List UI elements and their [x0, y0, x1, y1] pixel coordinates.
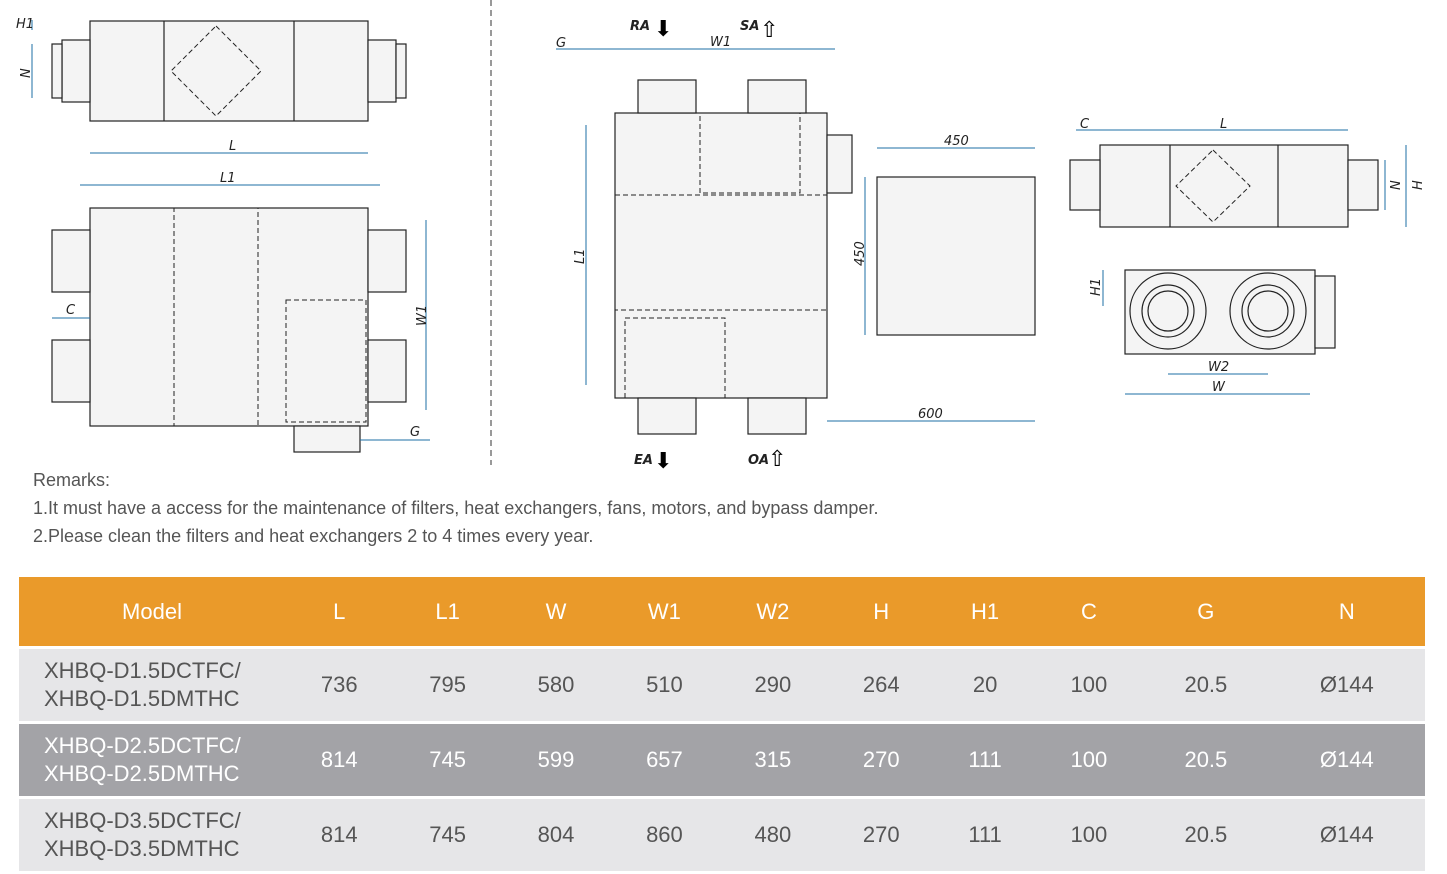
label-oa: OA — [748, 453, 769, 468]
right-top-view: C L N H — [1069, 117, 1426, 228]
dim-label-600: 600 — [918, 407, 943, 422]
arrow-down-icon: ⬇ — [654, 448, 672, 470]
model-name-line: XHBQ-D3.5DMTHC — [44, 836, 240, 861]
label-ea: EA — [634, 453, 653, 468]
model-cell: XHBQ-D3.5DCTFC/XHBQ-D3.5DMTHC — [19, 799, 285, 871]
dim-label-n: N — [1389, 180, 1404, 190]
label-sa: SA — [740, 19, 759, 34]
value-cell: 20.5 — [1143, 799, 1269, 871]
right-bottom-view: H1 W2 W — [1089, 269, 1336, 395]
value-cell: 20.5 — [1143, 649, 1269, 721]
value-cell: Ø144 — [1268, 799, 1425, 871]
value-cell: 111 — [935, 724, 1035, 796]
column-header: N — [1268, 577, 1425, 646]
middle-view: RA ⬇ SA ⇧ G W1 L1 450 450 600 EA ⬇ OA ⇧ — [556, 16, 1036, 470]
dim-label-l1: L1 — [220, 171, 236, 186]
value-cell: 270 — [827, 724, 936, 796]
column-header: W — [501, 577, 611, 646]
dim-label-h: H — [1411, 180, 1426, 190]
remarks-title: Remarks: — [33, 470, 111, 490]
dim-label-c: C — [1080, 117, 1090, 132]
value-cell: 480 — [718, 799, 828, 871]
dim-label-w: W — [1212, 380, 1226, 395]
dim-label-g: G — [556, 36, 566, 51]
column-header: H — [827, 577, 936, 646]
column-header: W1 — [610, 577, 719, 646]
value-cell: 804 — [501, 799, 611, 871]
remarks: Remarks: 1.It must have a access for the… — [33, 466, 878, 550]
model-cell: XHBQ-D1.5DCTFC/XHBQ-D1.5DMTHC — [19, 649, 285, 721]
value-cell: 100 — [1034, 649, 1144, 721]
dim-label-w2: W2 — [1208, 360, 1229, 375]
value-cell: Ø144 — [1268, 649, 1425, 721]
column-header: L — [285, 577, 394, 646]
dim-label-450-top: 450 — [944, 134, 969, 149]
value-cell: 814 — [285, 724, 394, 796]
dim-label-g: G — [410, 425, 420, 440]
dim-label-l1: L1 — [573, 248, 588, 264]
remark-item: 2.Please clean the filters and heat exch… — [33, 526, 594, 546]
dim-label-h1: H1 — [16, 17, 34, 32]
dim-label-h1: H1 — [1089, 278, 1104, 296]
value-cell: 20 — [935, 649, 1035, 721]
value-cell: 100 — [1034, 724, 1144, 796]
value-cell: 100 — [1034, 799, 1144, 871]
value-cell: 264 — [827, 649, 936, 721]
column-header: H1 — [935, 577, 1035, 646]
value-cell: 736 — [285, 649, 394, 721]
value-cell: 860 — [610, 799, 719, 871]
value-cell: 814 — [285, 799, 394, 871]
left-top-view: L N H1 — [16, 17, 407, 154]
dim-label-l: L — [229, 139, 236, 154]
value-cell: Ø144 — [1268, 724, 1425, 796]
model-name-line: XHBQ-D1.5DCTFC/ — [44, 658, 241, 683]
value-cell: 795 — [393, 649, 502, 721]
value-cell: 111 — [935, 799, 1035, 871]
left-bottom-view: L1 C W1 G — [51, 171, 430, 453]
value-cell: 745 — [393, 799, 502, 871]
arrow-up-icon: ⇧ — [760, 17, 778, 42]
model-name-line: XHBQ-D1.5DMTHC — [44, 686, 240, 711]
column-header: L1 — [393, 577, 502, 646]
value-cell: 20.5 — [1143, 724, 1269, 796]
value-cell: 599 — [501, 724, 611, 796]
dim-label-n: N — [19, 68, 34, 78]
arrow-down-icon: ⬇ — [654, 16, 672, 41]
dim-label-c: C — [66, 303, 76, 318]
column-header: W2 — [718, 577, 828, 646]
model-name-line: XHBQ-D2.5DMTHC — [44, 761, 240, 786]
value-cell: 510 — [610, 649, 719, 721]
value-cell: 580 — [501, 649, 611, 721]
technical-drawings: L N H1 L1 C W1 G RA ⬇ SA — [16, 0, 1426, 470]
dim-label-l: L — [1220, 117, 1227, 132]
value-cell: 290 — [718, 649, 828, 721]
value-cell: 315 — [718, 724, 828, 796]
dim-label-450-side: 450 — [853, 241, 868, 266]
remark-item: 1.It must have a access for the maintena… — [33, 498, 879, 518]
model-cell: XHBQ-D2.5DCTFC/XHBQ-D2.5DMTHC — [19, 724, 285, 796]
column-header: G — [1143, 577, 1269, 646]
value-cell: 745 — [393, 724, 502, 796]
model-name-line: XHBQ-D2.5DCTFC/ — [44, 733, 241, 758]
label-ra: RA — [630, 19, 650, 34]
model-name-line: XHBQ-D3.5DCTFC/ — [44, 808, 241, 833]
dim-label-w1: W1 — [710, 35, 731, 50]
value-cell: 270 — [827, 799, 936, 871]
column-header: Model — [19, 577, 285, 646]
arrow-up-icon: ⇧ — [768, 446, 786, 470]
dim-label-w1: W1 — [415, 305, 430, 326]
value-cell: 657 — [610, 724, 719, 796]
column-header: C — [1034, 577, 1144, 646]
